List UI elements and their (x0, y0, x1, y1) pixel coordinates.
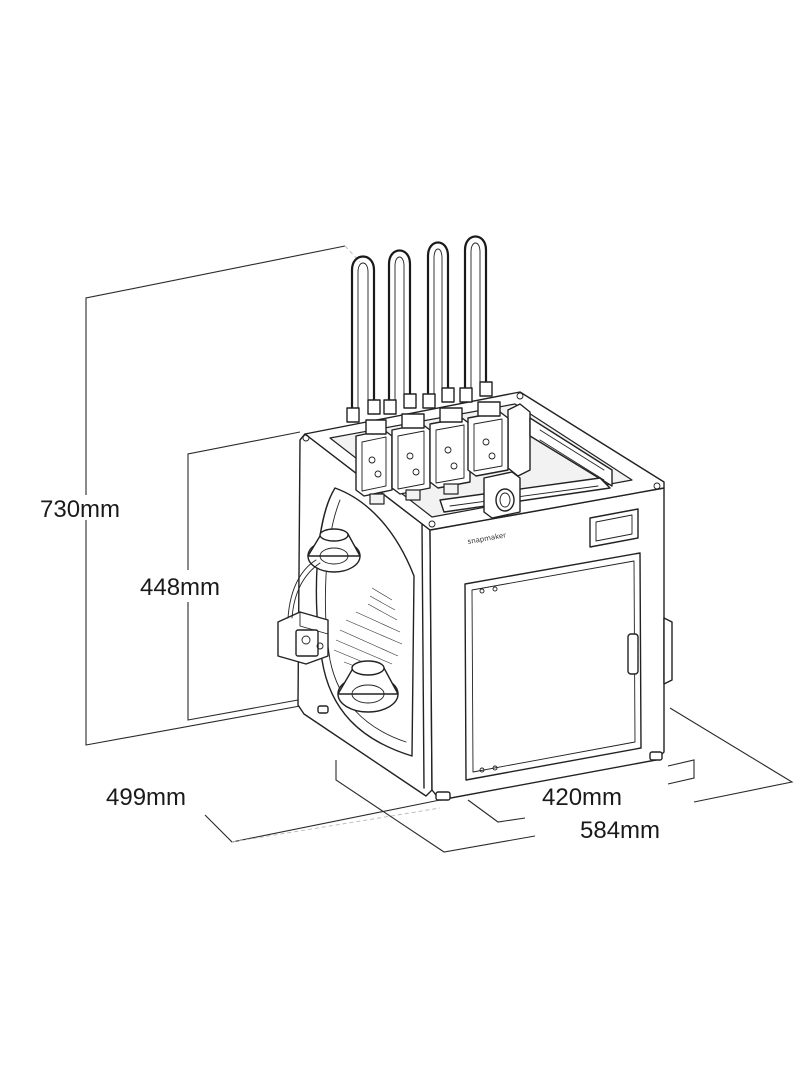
dim-line-499 (204, 799, 441, 843)
ptfe-tube-2 (383, 249, 417, 415)
toolhead-3 (429, 407, 471, 495)
dim-line-584-right (669, 707, 794, 803)
dim-label-730: 730mm (40, 496, 120, 523)
dim-label-584: 584mm (580, 817, 660, 844)
filament-side-panel (277, 487, 415, 757)
spool-holder-upper (307, 528, 361, 573)
ptfe-tubes (346, 235, 493, 423)
foot-rear-left (317, 705, 329, 714)
dim-line-448 (187, 431, 301, 570)
dim-label-420: 420mm (542, 784, 622, 811)
screw (428, 520, 436, 528)
foot-front-right (649, 751, 663, 761)
screw (516, 392, 524, 400)
toolhead-4 (467, 401, 509, 477)
side-module (277, 611, 329, 665)
side-bump-right (663, 617, 673, 685)
screw (653, 482, 661, 490)
dim-label-448: 448mm (140, 574, 220, 601)
dim-label-499: 499mm (106, 784, 186, 811)
ptfe-tube-3 (422, 241, 455, 409)
dim-line-730-lower (85, 520, 301, 746)
dimension-lines (85, 245, 794, 853)
screw (302, 434, 310, 442)
dim-line-730 (85, 245, 346, 495)
dim-line-420 (467, 799, 526, 823)
dim-line-420-right (667, 759, 695, 785)
dim-line-448-lower (187, 602, 299, 721)
dim-line-584 (335, 760, 536, 853)
toolhead-2 (391, 413, 431, 501)
ptfe-tube-4 (459, 235, 493, 403)
toolhead-1 (355, 419, 393, 505)
ptfe-tube-1 (346, 255, 381, 423)
front-door (464, 552, 642, 781)
foot-front-left (435, 791, 451, 801)
door-handle (627, 633, 639, 675)
touchscreen (589, 508, 639, 548)
spool-holder-lower (337, 660, 399, 713)
toolheads (355, 401, 509, 505)
